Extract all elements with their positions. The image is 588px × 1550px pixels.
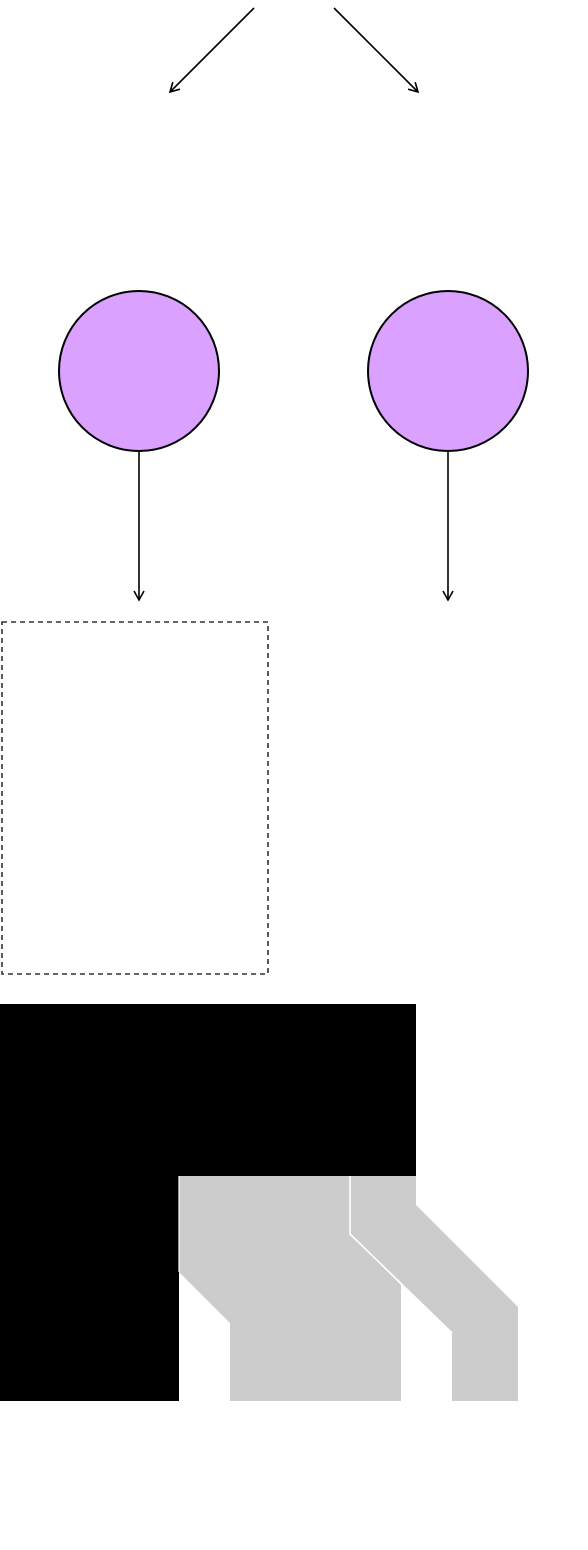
node-circle-right[interactable] xyxy=(367,290,529,452)
black-block xyxy=(0,1004,416,1401)
gray-shape-divider xyxy=(349,1176,453,1334)
arrow-top-left xyxy=(168,7,255,94)
gray-shape-right xyxy=(350,1176,518,1401)
node-circle-left[interactable] xyxy=(58,290,220,452)
dashed-placeholder-box xyxy=(1,621,269,975)
gray-shape-left xyxy=(179,1176,401,1401)
arrow-top-right xyxy=(333,7,420,94)
